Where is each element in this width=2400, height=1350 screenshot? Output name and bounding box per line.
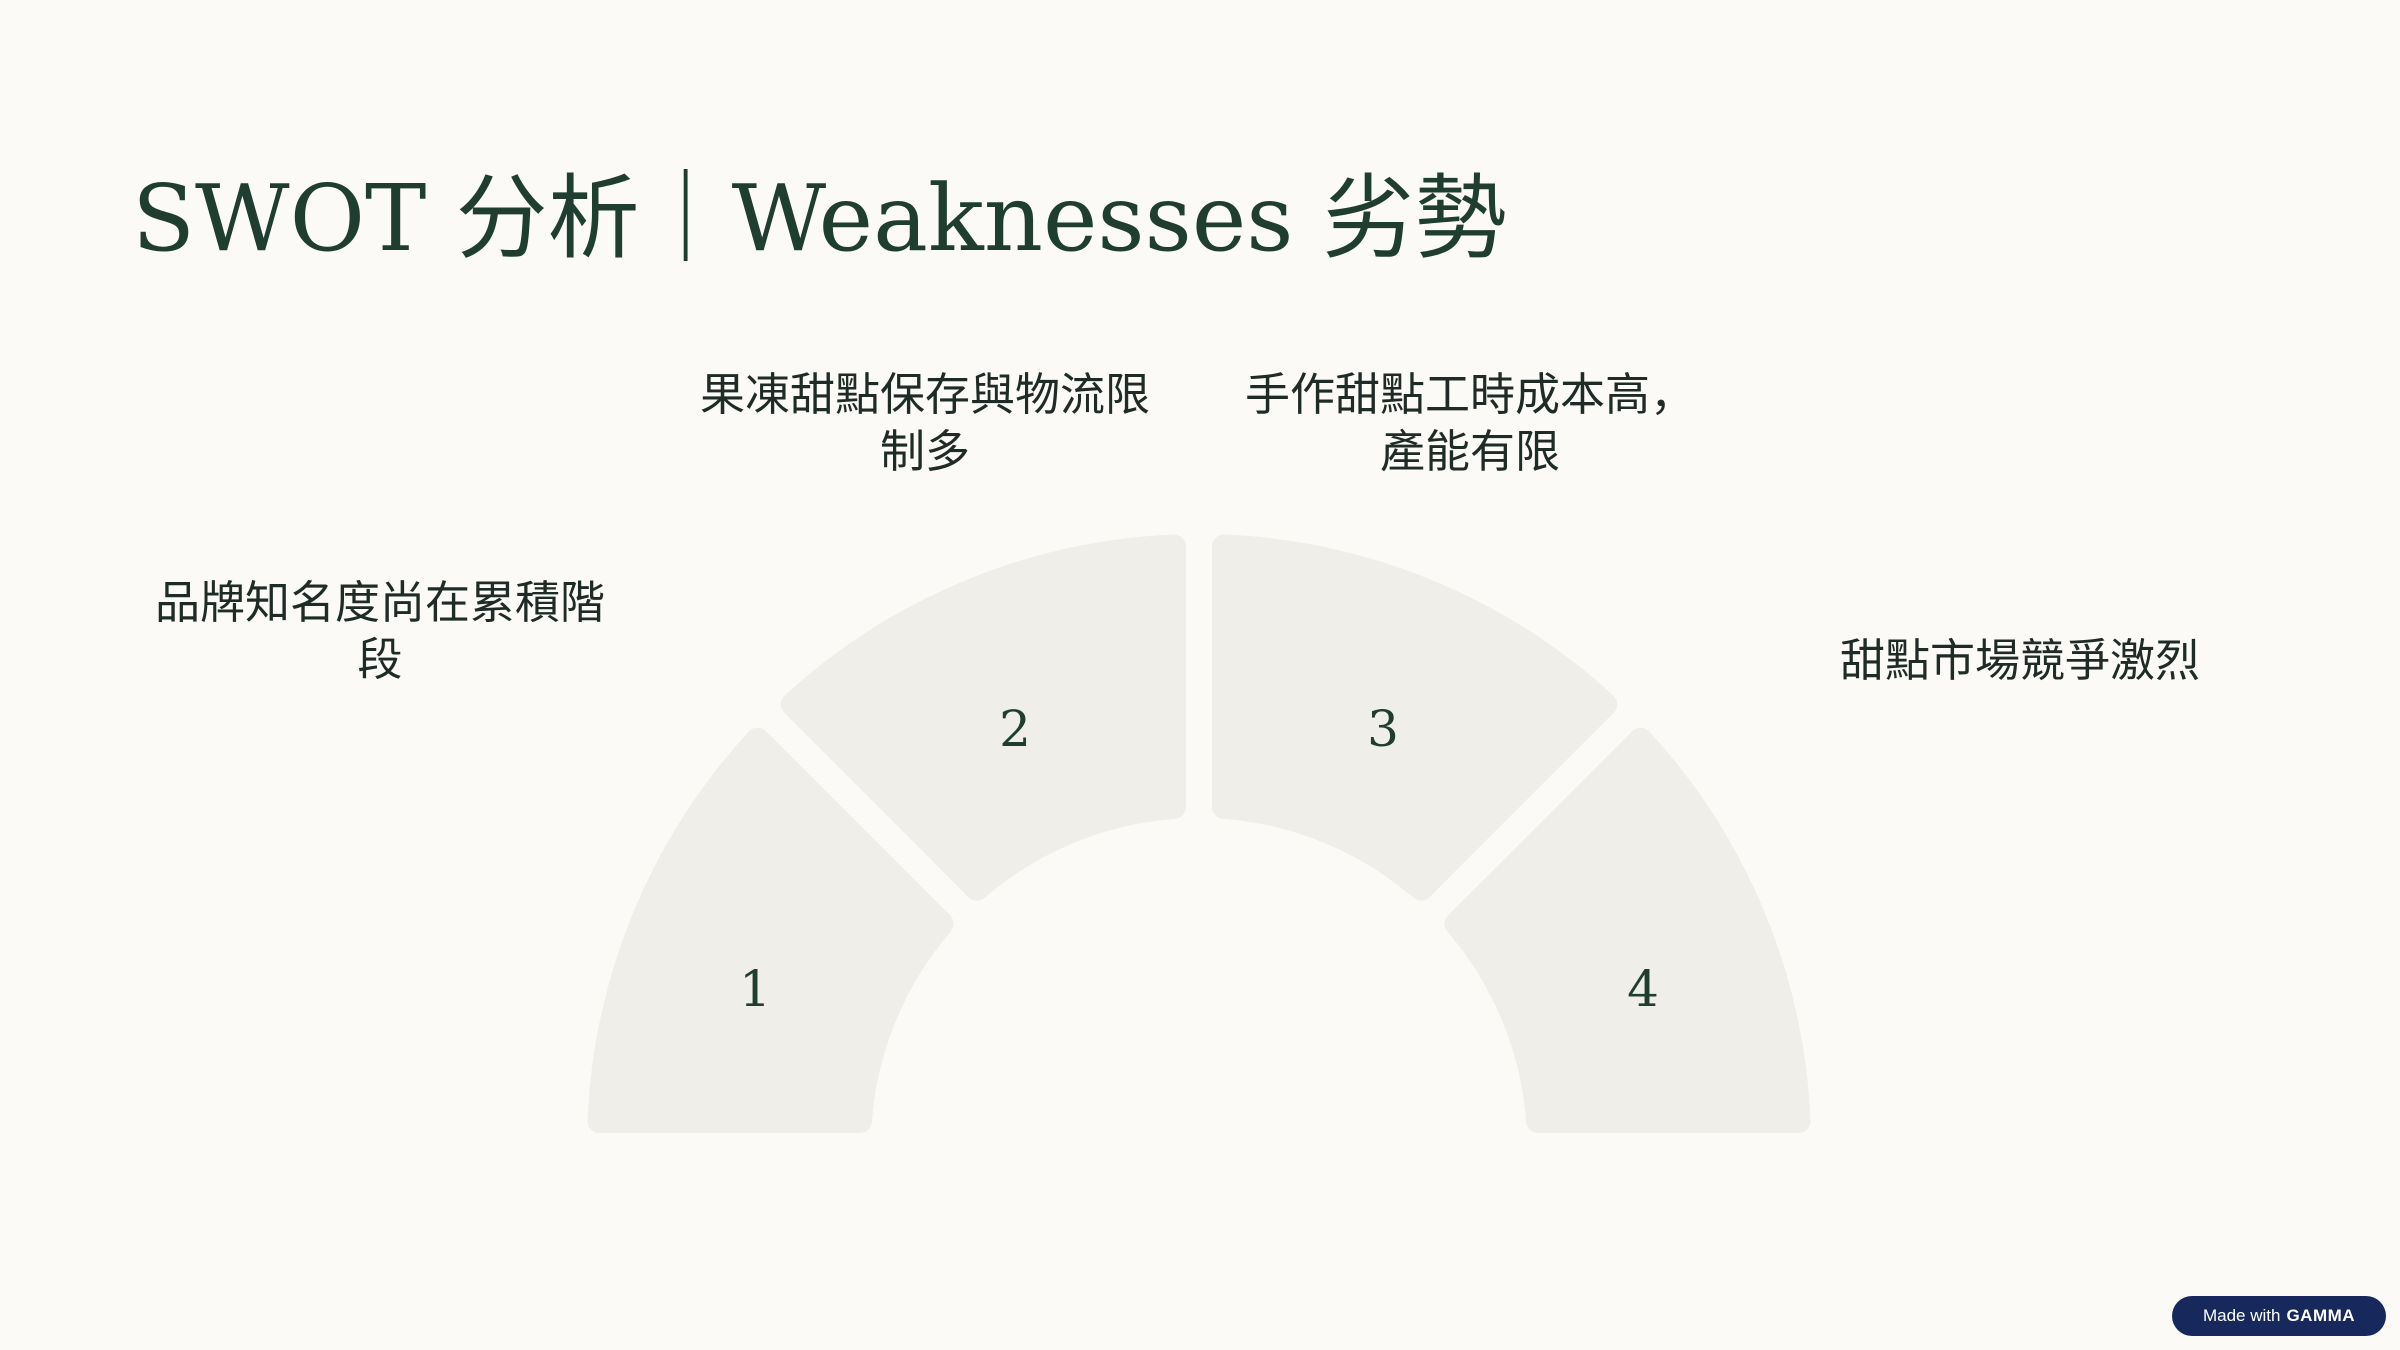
slide-title: SWOT 分析｜Weaknesses 劣勢 [132, 165, 1507, 272]
segment-2-label: 果凍甜點保存與物流限 制多 [699, 368, 1150, 478]
segment-4-number: 4 [1627, 960, 1659, 1018]
segment-1-shape [587, 727, 954, 1133]
segment-3-shape [1212, 534, 1618, 901]
badge-prefix: Made with [2202, 1306, 2281, 1325]
segment-3-label: 手作甜點工時成本高， 產能有限 [1244, 368, 1695, 478]
gamma-logo: GAMMA [2286, 1306, 2356, 1325]
segment-2-number: 2 [999, 700, 1031, 758]
segment-4-label: 甜點市場競爭激烈 [1839, 634, 2200, 687]
segment-1-number: 1 [739, 960, 771, 1018]
segment-2-shape [780, 534, 1186, 901]
segment-3-number: 3 [1367, 700, 1399, 758]
segment-1-label: 品牌知名度尚在累積階 段 [154, 576, 605, 686]
segment-4-shape [1444, 727, 1811, 1133]
made-with-gamma-badge[interactable]: Made with GAMMA [2172, 1296, 2386, 1336]
